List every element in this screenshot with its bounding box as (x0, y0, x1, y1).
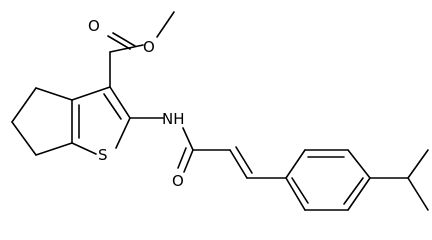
bond (291, 177, 309, 204)
bond (177, 147, 187, 169)
bond (107, 35, 131, 50)
atom-label-o: O (172, 172, 184, 190)
bond (115, 117, 131, 149)
atom-label-o: O (88, 17, 100, 35)
bond (285, 177, 306, 211)
bond (182, 127, 194, 151)
bond (103, 93, 122, 120)
bond (156, 11, 175, 38)
bond (109, 86, 131, 119)
bond (11, 121, 37, 156)
bond (229, 149, 248, 179)
bond (347, 149, 371, 179)
atom-label-nh: NH (162, 110, 185, 128)
bond (35, 87, 73, 101)
bond (343, 177, 364, 205)
structure-drawing: O O S NH O (11, 11, 429, 211)
bond (407, 149, 429, 179)
bond (183, 149, 194, 173)
atom-label-s: S (98, 146, 108, 164)
bond (235, 146, 253, 174)
atom-label-o: O (143, 38, 155, 56)
bond (71, 86, 111, 101)
bond (285, 149, 306, 179)
bond (407, 177, 429, 211)
molecule-diagram: O O S NH O (11, 11, 429, 211)
bond (112, 32, 136, 47)
bond (71, 142, 97, 155)
bond (35, 142, 73, 156)
bond (11, 87, 37, 123)
bond (109, 44, 144, 53)
bond (347, 177, 371, 211)
